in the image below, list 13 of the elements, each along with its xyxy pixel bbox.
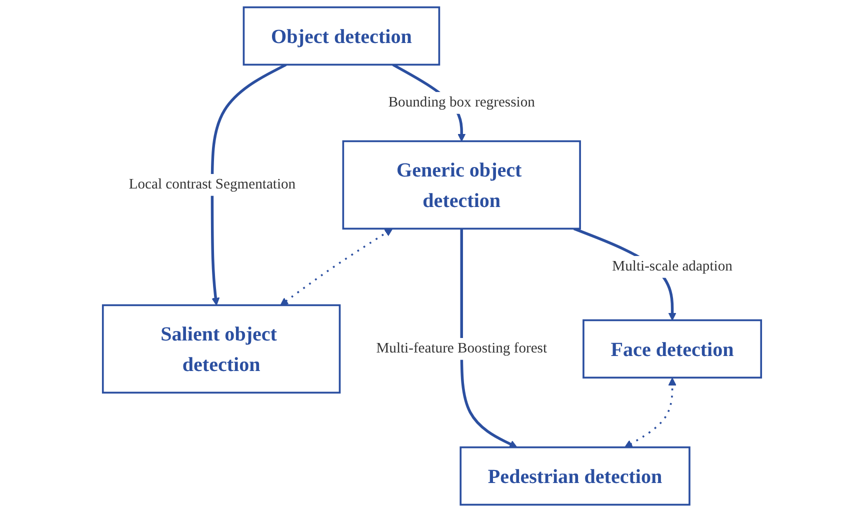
node-box: Face detection: [582, 319, 762, 379]
edge-label: Local contrast Segmentation: [128, 176, 296, 192]
node-box: Salient object detection: [102, 304, 341, 394]
arrow: [210, 63, 287, 306]
arrow: [460, 228, 518, 448]
edge-label: Bounding box regression: [388, 94, 535, 110]
node-box: Pedestrian detection: [460, 446, 690, 506]
node-box: Object detection: [242, 6, 440, 66]
arrow: [624, 378, 676, 448]
edge-label: Multi-scale adaption: [612, 258, 732, 274]
node-box: Generic object detection: [342, 140, 581, 230]
arrow: [280, 228, 393, 306]
edge-label: Multi-feature Boosting forest: [376, 340, 548, 356]
